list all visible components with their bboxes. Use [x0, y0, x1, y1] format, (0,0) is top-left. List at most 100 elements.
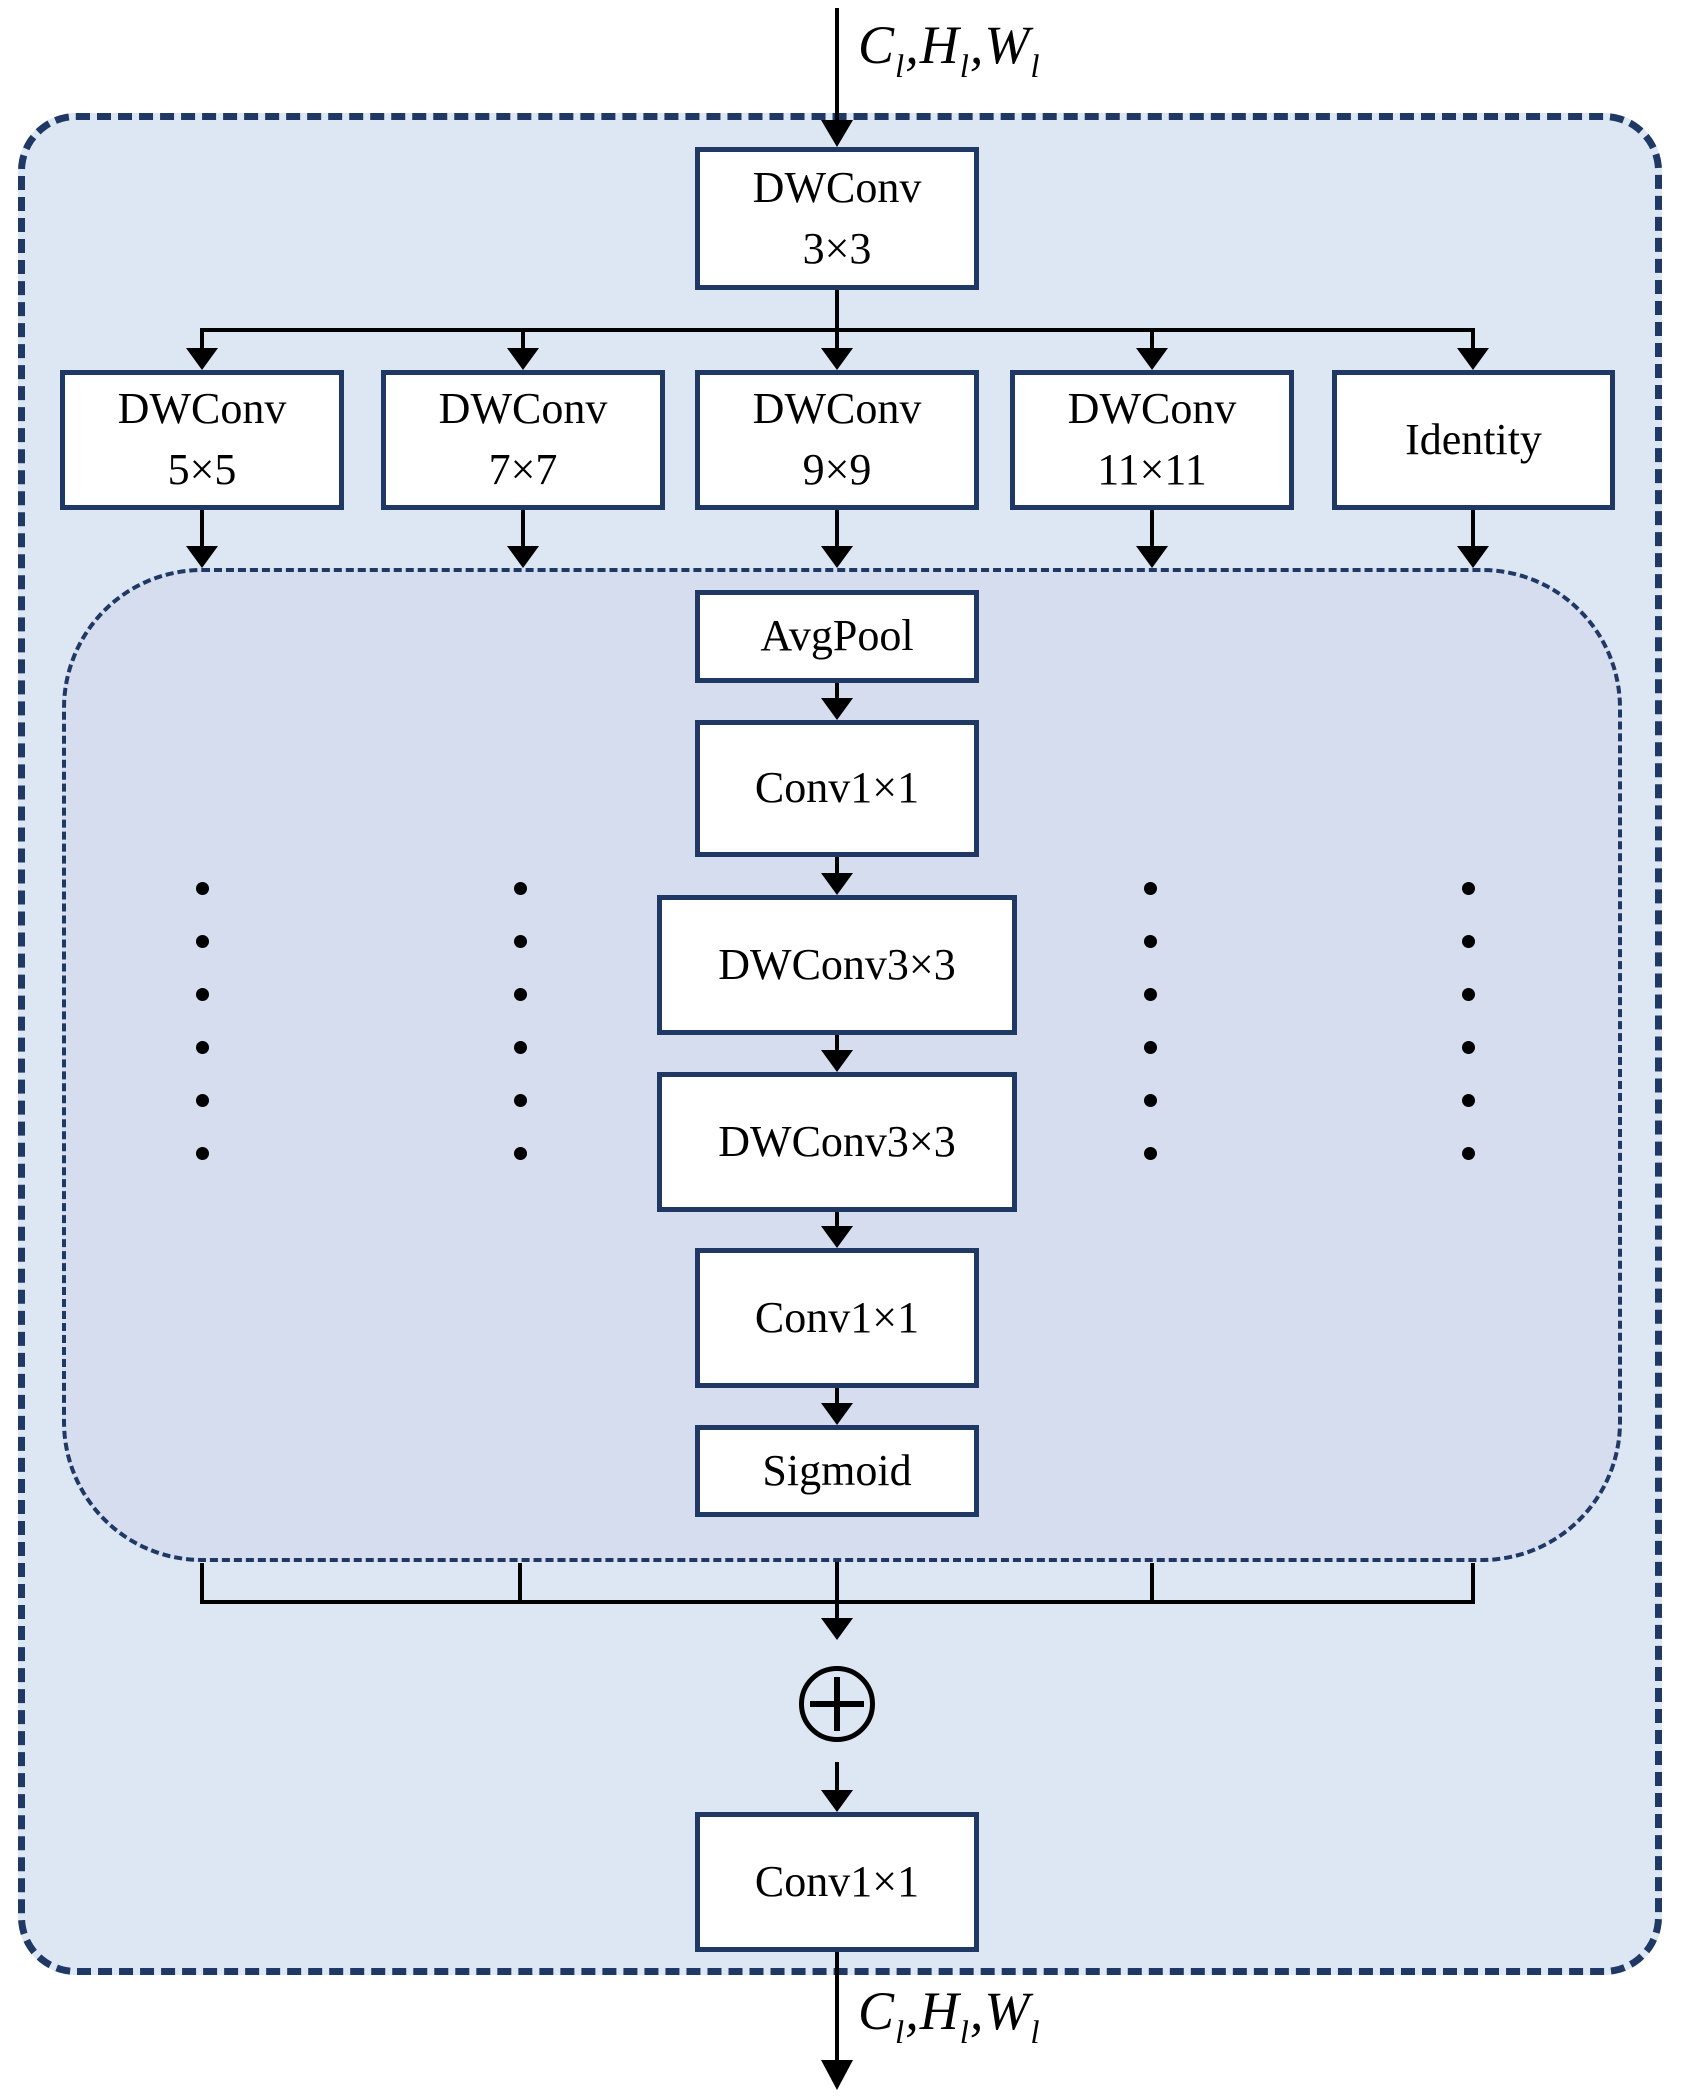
row-output-arrow-head-icon: [1457, 546, 1489, 568]
dwconv11x11-label-line1: DWConv: [1067, 384, 1237, 434]
add-output-arrow-line: [835, 1762, 839, 1790]
dwconv11x11-box: DWConv 11×11: [1010, 370, 1294, 510]
row-output-arrow-head-icon: [507, 546, 539, 568]
row-output-arrow-line: [1150, 510, 1154, 548]
chain-arrow-line: [835, 857, 839, 875]
chain-arrow-head-icon: [821, 1050, 853, 1072]
branch-arrow-head-icon: [1457, 348, 1489, 370]
ellipsis-dot: [1462, 1041, 1475, 1054]
row-output-arrow-line: [200, 510, 204, 548]
add-operator-icon: [799, 1666, 875, 1742]
chain-arrow-line: [835, 683, 839, 701]
row-output-arrow-line: [835, 510, 839, 548]
identity-box: Identity: [1332, 370, 1615, 510]
add-operator-horizontal-bar: [810, 1701, 864, 1707]
dwconv5x5-label-line1: DWConv: [117, 384, 287, 434]
ellipsis-dot: [1144, 1041, 1157, 1054]
ellipsis-dot: [1462, 935, 1475, 948]
dwconv3x3-inner-1-label: DWConv3×3: [718, 939, 956, 989]
ellipsis-dot: [1144, 1094, 1157, 1107]
ellipsis-dot: [1462, 1147, 1475, 1160]
conv1x1-first-label: Conv1×1: [754, 763, 920, 813]
collector-tick-line: [1471, 1563, 1475, 1602]
sigmoid-label: Sigmoid: [762, 1445, 912, 1495]
chain-arrow-head-icon: [821, 1226, 853, 1248]
row-output-arrow-head-icon: [1136, 546, 1168, 568]
ellipsis-dot: [514, 1041, 527, 1054]
row-output-arrow-head-icon: [821, 546, 853, 568]
ellipsis-dot: [196, 1041, 209, 1054]
input-arrow-head-icon: [821, 120, 853, 147]
ellipsis-dot: [514, 882, 527, 895]
conv1x1-box-first: Conv1×1: [695, 720, 979, 857]
branch-arrow-line: [521, 332, 525, 350]
chain-arrow-line: [835, 1035, 839, 1053]
collector-tick-line: [200, 1563, 204, 1602]
branch-arrow-line: [1471, 332, 1475, 350]
branch-arrow-line: [200, 332, 204, 350]
branch-arrow-line: [835, 332, 839, 350]
input-tensor-label: Cl,Hl,Wl: [858, 15, 1041, 85]
ellipsis-dot: [514, 935, 527, 948]
output-tensor-label: Cl,Hl,Wl: [858, 1981, 1041, 2051]
conv1x1-output-box: Conv1×1: [695, 1812, 979, 1952]
dwconv3x3-box: DWConv 3×3: [695, 147, 979, 290]
chain-arrow-head-icon: [821, 873, 853, 895]
output-arrow-head-icon: [821, 2060, 853, 2090]
ellipsis-dot: [196, 935, 209, 948]
collector-tick-line: [518, 1563, 522, 1602]
conv1x1-output-label: Conv1×1: [754, 1856, 920, 1906]
branch-arrow-head-icon: [1136, 348, 1168, 370]
branch-arrow-head-icon: [821, 348, 853, 370]
ellipsis-dot: [1144, 882, 1157, 895]
row-output-arrow-line: [521, 510, 525, 548]
distribution-line: [200, 328, 1475, 332]
conv1x1-box-second: Conv1×1: [695, 1248, 979, 1388]
dwconv3x3-label-line2: 3×3: [802, 223, 872, 273]
dwconv9x9-box: DWConv 9×9: [695, 370, 979, 510]
ellipsis-dot: [514, 1147, 527, 1160]
branch-arrow-line: [1150, 332, 1154, 350]
top-connector-line: [835, 290, 839, 332]
branch-arrow-head-icon: [186, 348, 218, 370]
dwconv3x3-label-line1: DWConv: [752, 162, 922, 212]
ellipsis-dot: [514, 988, 527, 1001]
dwconv9x9-label-line1: DWConv: [752, 384, 922, 434]
dwconv11x11-label-line2: 11×11: [1097, 445, 1207, 494]
conv1x1-second-label: Conv1×1: [754, 1292, 920, 1342]
dwconv9x9-label-line2: 9×9: [802, 445, 872, 494]
dwconv7x7-box: DWConv 7×7: [381, 370, 665, 510]
chain-arrow-line: [835, 1212, 839, 1229]
ellipsis-dot: [514, 1094, 527, 1107]
row-output-arrow-line: [1471, 510, 1475, 548]
chain-arrow-head-icon: [821, 698, 853, 720]
ellipsis-dot: [196, 1094, 209, 1107]
collector-output-arrow-head-icon: [821, 1618, 853, 1640]
ellipsis-dot: [1462, 1094, 1475, 1107]
collector-output-arrow-line: [835, 1562, 839, 1618]
add-output-arrow-head-icon: [821, 1790, 853, 1812]
ellipsis-dot: [1144, 988, 1157, 1001]
output-arrow-line: [835, 1952, 839, 2062]
dwconv3x3-inner-box-1: DWConv3×3: [657, 895, 1017, 1035]
input-arrow-line: [835, 8, 839, 120]
ellipsis-dot: [196, 882, 209, 895]
avgpool-box: AvgPool: [695, 590, 979, 683]
avgpool-label: AvgPool: [760, 611, 914, 661]
ellipsis-dot: [1144, 935, 1157, 948]
dwconv5x5-label-line2: 5×5: [167, 445, 237, 494]
row-output-arrow-head-icon: [186, 546, 218, 568]
dwconv7x7-label-line1: DWConv: [438, 384, 608, 434]
dwconv5x5-box: DWConv 5×5: [60, 370, 344, 510]
ellipsis-dot: [196, 988, 209, 1001]
dwconv3x3-inner-box-2: DWConv3×3: [657, 1072, 1017, 1212]
dwconv3x3-inner-2-label: DWConv3×3: [718, 1116, 956, 1166]
ellipsis-dot: [196, 1147, 209, 1160]
ellipsis-dot: [1462, 882, 1475, 895]
ellipsis-dot: [1462, 988, 1475, 1001]
chain-arrow-head-icon: [821, 1403, 853, 1425]
chain-arrow-line: [835, 1388, 839, 1406]
branch-arrow-head-icon: [507, 348, 539, 370]
dwconv7x7-label-line2: 7×7: [488, 445, 558, 494]
